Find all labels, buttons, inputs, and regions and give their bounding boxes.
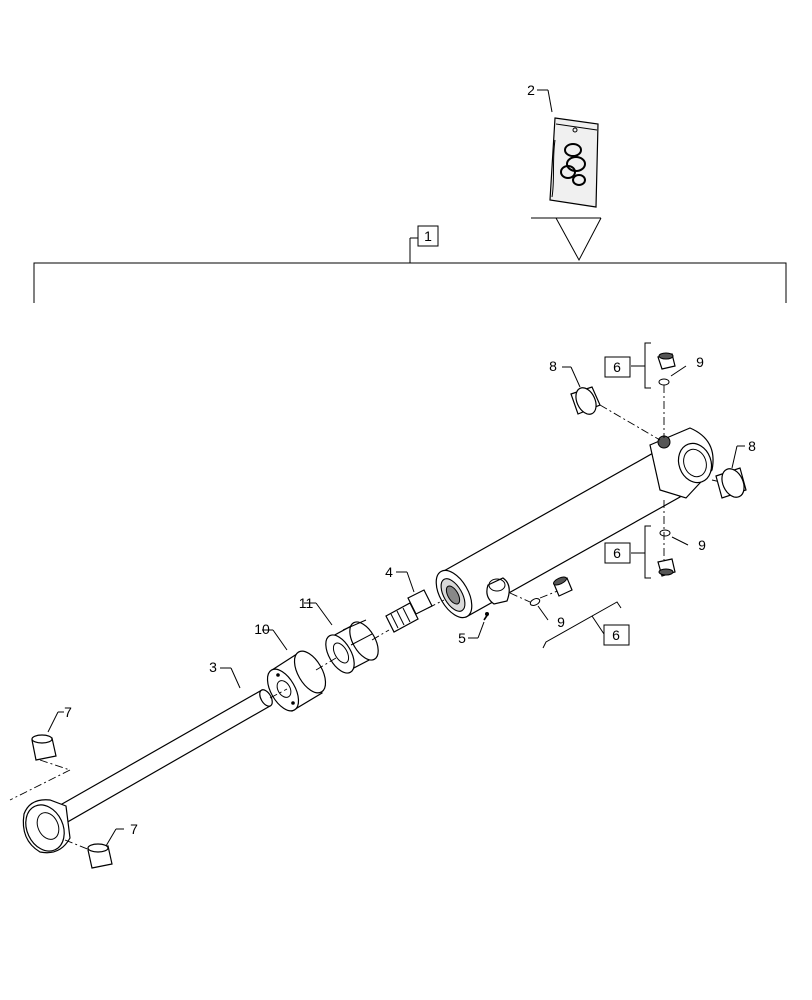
centerlines <box>9 385 726 853</box>
callout-6-bottom: 6 <box>612 627 620 643</box>
callout-11: 11 <box>299 595 314 611</box>
callout-10: 10 <box>254 621 270 637</box>
callout-8-left: 8 <box>549 358 557 374</box>
callout-9-bottom: 9 <box>557 614 565 630</box>
callout-1: 1 <box>424 228 432 244</box>
piston-rod: 3 <box>22 659 273 854</box>
grease-fitting-kit-top: 6 9 <box>604 342 704 389</box>
callout-box-1: 1 <box>417 225 439 247</box>
bushing-rod-end-bottom: 7 <box>87 821 138 869</box>
bushing-base-end-left: 8 <box>549 358 601 415</box>
piston-bolt: 4 <box>385 564 433 633</box>
callout-9-middle: 9 <box>698 537 706 553</box>
piston: 10 <box>254 621 327 712</box>
grease-fitting-kit-bottom: 6 9 <box>604 525 706 579</box>
callout-4: 4 <box>385 564 393 580</box>
gland: 11 <box>299 595 379 674</box>
callout-6-middle: 6 <box>613 545 621 561</box>
callout-6-top: 6 <box>613 359 621 375</box>
bushing-rod-end-top: 7 <box>31 704 72 761</box>
callout-7-bottom: 7 <box>130 821 138 837</box>
assembly-bracket <box>33 237 787 303</box>
callout-5: 5 <box>458 630 466 646</box>
o-ring: 5 <box>458 612 489 646</box>
cylinder-barrel <box>435 427 714 619</box>
callout-7-top: 7 <box>64 704 72 720</box>
callout-3: 3 <box>209 659 217 675</box>
callout-2: 2 <box>527 82 535 98</box>
callout-8-right: 8 <box>748 438 756 454</box>
bushing-base-end-right: 8 <box>715 438 756 499</box>
callout-9-top: 9 <box>696 354 704 370</box>
grease-fitting-kit-port: 9 6 <box>529 576 630 649</box>
seal-kit-bag: 2 <box>527 82 602 262</box>
